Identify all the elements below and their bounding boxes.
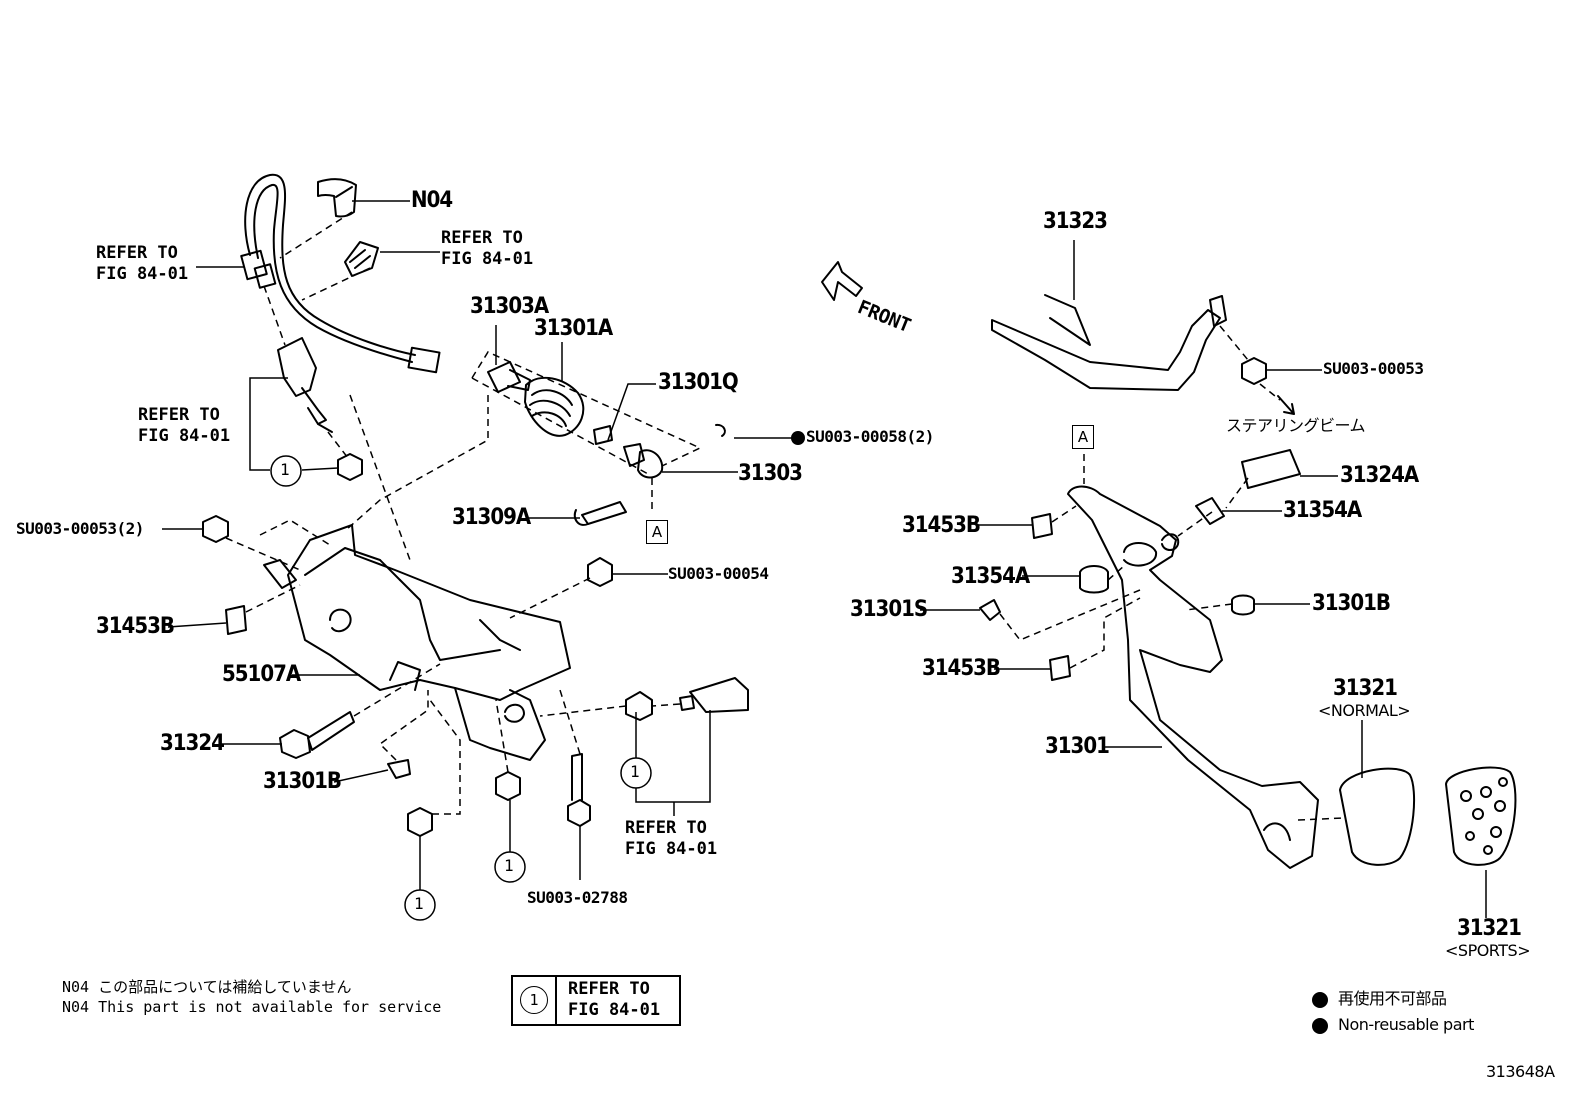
note-n04-jp: N04 この部品については補給していません bbox=[62, 978, 352, 996]
nut-su003-00053-2 bbox=[202, 515, 229, 543]
label-n04: N04 bbox=[411, 188, 453, 213]
label-55107a: 55107A bbox=[222, 662, 301, 687]
label-su003-00054: SU003-00054 bbox=[668, 564, 769, 583]
steering-beam-label: ステアリングビーム bbox=[1226, 416, 1366, 435]
label-31324a: 31324A bbox=[1340, 463, 1419, 488]
nut-su003-00054 bbox=[587, 557, 613, 587]
pedal-pad-normal bbox=[1339, 767, 1416, 866]
clutch-pedal-31301 bbox=[1067, 485, 1319, 869]
stop-lamp-switch bbox=[277, 337, 333, 433]
n04-clip bbox=[317, 178, 357, 218]
bolt-31324 bbox=[279, 711, 355, 759]
label-31303a: 31303A bbox=[470, 294, 549, 319]
label-31453b-left: 31453B bbox=[96, 614, 175, 639]
bushing-31453b-r1 bbox=[1031, 513, 1053, 539]
nut-lower-left bbox=[407, 807, 433, 837]
clip-31301b-left bbox=[387, 759, 411, 779]
label-su003-00053-2: SU003-00053(2) bbox=[16, 519, 144, 538]
label-31453b-r2: 31453B bbox=[922, 656, 1001, 681]
nut-lower-mid bbox=[495, 771, 521, 801]
legend-symbol-cell: 1 bbox=[513, 977, 557, 1024]
clip-31301s bbox=[979, 599, 1001, 621]
refer-to-label-switch: REFER TO FIG 84-01 bbox=[138, 405, 231, 446]
label-31301: 31301 bbox=[1045, 734, 1110, 759]
reference-box-a-right: A bbox=[1072, 425, 1094, 449]
harness-clamp bbox=[344, 241, 379, 277]
figure-id: 313648A bbox=[1486, 1062, 1555, 1081]
label-su003-00053-top: SU003-00053 bbox=[1323, 359, 1424, 378]
label-31323: 31323 bbox=[1043, 209, 1108, 234]
refer-to-label-clamp: REFER TO FIG 84-01 bbox=[441, 228, 534, 269]
front-arrow bbox=[821, 261, 863, 301]
label-su003-00058: SU003-00058(2) bbox=[806, 427, 934, 446]
pin-31324a bbox=[1241, 449, 1301, 489]
circle-ref-1-b: 1 bbox=[630, 762, 640, 781]
refer-to-label-pedal-switch: REFER TO FIG 84-01 bbox=[625, 818, 718, 859]
return-spring-assembly bbox=[487, 361, 726, 479]
label-31301a: 31301A bbox=[534, 316, 613, 341]
circle-ref-1-a: 1 bbox=[280, 460, 290, 479]
label-31321-sports: 31321 bbox=[1457, 916, 1522, 941]
reference-box-a-left: A bbox=[646, 520, 668, 544]
refer-to-label-harness: REFER TO FIG 84-01 bbox=[96, 243, 189, 284]
nut-su003-00053-top bbox=[1241, 357, 1267, 385]
label-su003-02788: SU003-02788 bbox=[527, 888, 628, 907]
label-normal-tag: <NORMAL> bbox=[1318, 701, 1411, 720]
label-31309a: 31309A bbox=[452, 505, 531, 530]
bushing-31453b-left bbox=[225, 605, 247, 635]
label-31303: 31303 bbox=[738, 461, 803, 486]
bushing-31354a-right bbox=[1195, 497, 1225, 525]
leader-lines bbox=[162, 200, 1487, 918]
pedal-stopper-31323 bbox=[991, 294, 1227, 391]
markers bbox=[270, 431, 1328, 1034]
pedal-pad-sports bbox=[1445, 766, 1517, 866]
stopper-31301b-right bbox=[1231, 594, 1255, 616]
pedal-switch bbox=[625, 677, 749, 721]
bolt-su003-02788 bbox=[567, 753, 591, 827]
pedal-bracket bbox=[287, 524, 571, 761]
note-n04-en: N04 This part is not available for servi… bbox=[62, 998, 442, 1016]
circle-ref-1-c: 1 bbox=[504, 856, 514, 875]
switch-harness bbox=[240, 173, 441, 374]
legend-circle-symbol: 1 bbox=[520, 986, 548, 1014]
switch-nut bbox=[337, 453, 363, 481]
label-31301s: 31301S bbox=[850, 597, 928, 622]
label-sports-tag: <SPORTS> bbox=[1445, 941, 1531, 960]
label-31354a-left: 31354A bbox=[951, 564, 1030, 589]
nonreusable-en: Non-reusable part bbox=[1338, 1015, 1474, 1034]
label-31301b-left: 31301B bbox=[263, 769, 342, 794]
bushing-31354a-left bbox=[1079, 565, 1109, 594]
label-31453b-r1: 31453B bbox=[902, 513, 981, 538]
label-31354a-right: 31354A bbox=[1283, 498, 1362, 523]
label-31301b-right: 31301B bbox=[1312, 591, 1391, 616]
label-31301q: 31301Q bbox=[658, 370, 739, 395]
pivot-bolt bbox=[573, 501, 627, 526]
stud-bolt bbox=[263, 559, 297, 589]
bushing-31453b-r2 bbox=[1049, 655, 1071, 681]
assembly-lines bbox=[225, 211, 1345, 821]
legend-box: 1 REFER TO FIG 84-01 bbox=[511, 975, 681, 1026]
label-31324: 31324 bbox=[160, 731, 225, 756]
steering-beam-arrow bbox=[1277, 395, 1295, 415]
label-31321-normal: 31321 bbox=[1333, 676, 1398, 701]
circle-ref-1-d: 1 bbox=[414, 894, 424, 913]
nonreusable-jp: 再使用不可部品 bbox=[1338, 989, 1447, 1008]
legend-text: REFER TO FIG 84-01 bbox=[568, 979, 661, 1020]
